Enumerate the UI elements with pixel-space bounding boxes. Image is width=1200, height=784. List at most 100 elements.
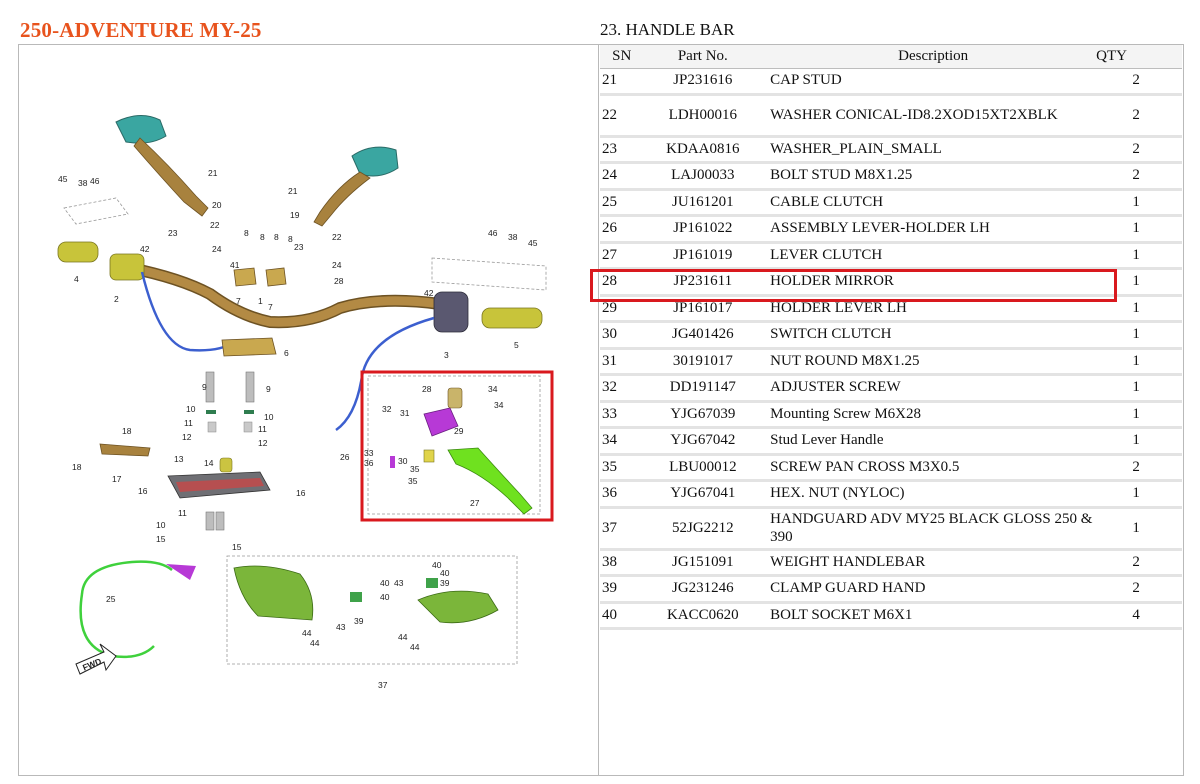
part-label: 45 [58, 174, 68, 184]
part-labels: 1 2 3 4 5 6 7 7 8 8 8 8 9 9 10 10 10 11 … [58, 168, 538, 690]
cell-part-no: LBU00012 [641, 454, 765, 482]
part-label: 34 [488, 384, 498, 394]
mirror-left-glass [115, 115, 167, 144]
cell-description: BOLT STUD M8X1.25 [764, 162, 1097, 191]
cell-description: WASHER CONICAL-ID8.2XOD15XT2XBLK [764, 94, 1097, 138]
cell-qty: 2 [1096, 68, 1182, 96]
part-label: 35 [410, 464, 420, 474]
holder-mirror [447, 387, 463, 409]
cell-sn: 27 [600, 242, 642, 270]
cell-description: NUT ROUND M8X1.25 [764, 348, 1097, 376]
mirror-right-stem [313, 171, 371, 227]
part-label: 21 [208, 168, 218, 178]
cell-qty: 1 [1096, 215, 1182, 244]
cell-description: WASHER_PLAIN_SMALL [764, 136, 1097, 164]
part-label: 24 [212, 244, 222, 254]
cell-qty: 2 [1096, 94, 1182, 138]
part-label: 7 [268, 302, 273, 312]
cell-qty: 2 [1096, 549, 1182, 577]
part-label: 42 [424, 288, 434, 298]
part-label: 46 [488, 228, 498, 238]
col-header-part-no: Part No. [641, 45, 765, 69]
part-label: 30 [398, 456, 408, 466]
part-label: 23 [168, 228, 178, 238]
weight-group-box-left [63, 197, 129, 225]
part-label: 15 [156, 534, 166, 544]
part-label: 1 [258, 296, 263, 306]
cell-sn: 33 [600, 401, 642, 429]
cell-part-no: LDH00016 [641, 94, 765, 138]
part-label: 35 [408, 476, 418, 486]
part-label: 28 [422, 384, 432, 394]
part-label: 26 [340, 452, 350, 462]
part-label: 44 [302, 628, 312, 638]
mounting-screw [390, 456, 395, 468]
part-label: 14 [204, 458, 214, 468]
cell-qty: 1 [1096, 401, 1182, 429]
part-label: 3 [444, 350, 449, 360]
part-label: 25 [106, 594, 116, 604]
qty-value: 2 [1132, 167, 1140, 184]
part-label: 29 [454, 426, 464, 436]
cell-description: SWITCH CLUTCH [764, 321, 1097, 350]
clamp-bracket [99, 443, 151, 457]
switch-right-housing [433, 291, 469, 333]
col-header-sn: SN [600, 45, 642, 69]
cell-qty: 1 [1096, 507, 1182, 551]
cell-qty: 2 [1096, 454, 1182, 482]
part-label: 22 [332, 232, 342, 242]
cell-sn: 40 [600, 602, 642, 630]
cell-part-no: 30191017 [641, 348, 765, 376]
part-label: 10 [156, 520, 166, 530]
cell-description: BOLT SOCKET M6X1 [764, 602, 1097, 630]
qty-value: 1 [1132, 299, 1140, 316]
model-title: 250-ADVENTURE MY-25 [20, 18, 262, 42]
qty-value: 1 [1132, 352, 1140, 369]
cell-description: CAP STUD [764, 68, 1097, 96]
part-label: 36 [364, 458, 374, 468]
qty-value: 2 [1132, 107, 1140, 123]
part-label: 27 [470, 498, 480, 508]
part-label: 7 [236, 296, 241, 306]
mirror-right-glass [351, 146, 399, 177]
cell-sn: 32 [600, 374, 642, 403]
part-label: 41 [230, 260, 240, 270]
part-label: 39 [440, 578, 450, 588]
col-header-description: Description [764, 45, 1097, 69]
part-label: 16 [296, 488, 306, 498]
exploded-diagram: FWD 1 2 3 4 5 6 7 7 8 8 8 8 9 9 10 10 10… [20, 46, 596, 774]
cell-sn: 22 [600, 94, 642, 138]
cell-part-no: YJG67039 [641, 401, 765, 429]
cell-description: LEVER CLUTCH [764, 242, 1097, 270]
part-label: 24 [332, 260, 342, 270]
part-label: 37 [378, 680, 388, 690]
cell-description: Mounting Screw M6X28 [764, 401, 1097, 429]
grip-left [57, 241, 99, 263]
lever-clutch [447, 447, 533, 515]
col-header-qty: QTY [1096, 45, 1182, 69]
nut-14 [219, 457, 233, 473]
part-label: 8 [274, 232, 279, 242]
cell-sn: 21 [600, 68, 642, 96]
cell-part-no: JP231611 [641, 268, 765, 297]
part-label: 31 [400, 408, 410, 418]
panel-divider [598, 44, 599, 776]
weight-group-box-right [431, 257, 547, 291]
part-label: 11 [178, 508, 187, 518]
cell-part-no: JP161022 [641, 215, 765, 244]
cell-sn: 23 [600, 136, 642, 164]
cell-description: HANDGUARD ADV MY25 BLACK GLOSS 250 & 390 [764, 507, 1097, 551]
handguard-left [233, 565, 314, 621]
cell-qty: 1 [1096, 374, 1182, 403]
part-label: 16 [138, 486, 148, 496]
handguard-group-box [226, 555, 518, 665]
cell-part-no: LAJ00033 [641, 162, 765, 191]
cell-description: CABLE CLUTCH [764, 189, 1097, 217]
lower-bolt-right [215, 511, 225, 531]
